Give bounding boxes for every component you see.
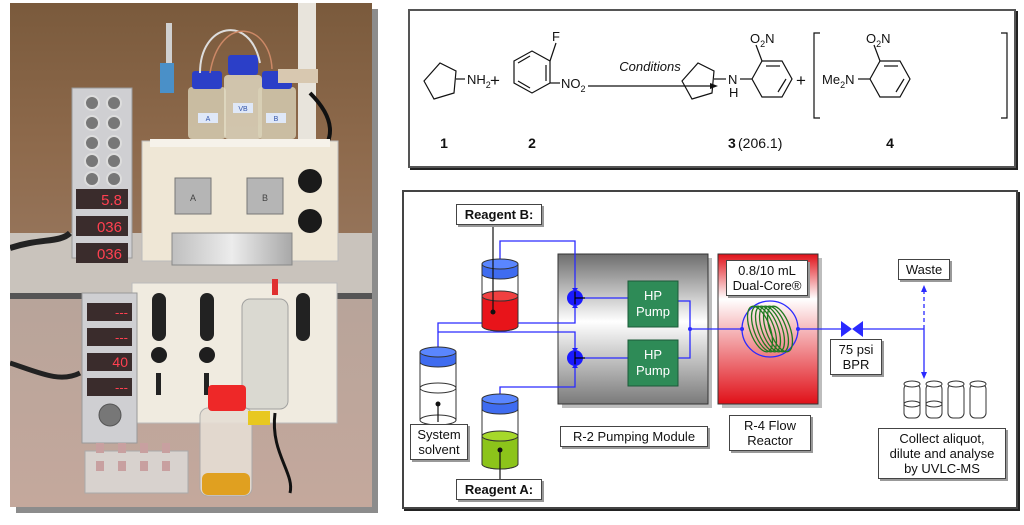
r4-reactor-line-2: Reactor <box>747 433 793 448</box>
pump-1-label-hp: HP <box>644 288 662 303</box>
collect-line-1: Collect aliquot, <box>899 431 985 446</box>
compound-3-o2n: O2N <box>750 31 775 49</box>
compound-4-label: 4 <box>886 135 894 151</box>
plus-2: + <box>796 71 806 90</box>
system-solvent-line-1: System <box>417 427 461 442</box>
bpr-line-1: 75 psi <box>838 342 874 357</box>
pump-head-label-a: A <box>190 193 196 203</box>
pump-2-label-pump: Pump <box>636 363 670 378</box>
compound-2-no2: NO2 <box>561 76 586 94</box>
system-solvent-label: System solvent <box>410 424 468 460</box>
display-2: 036 <box>97 219 122 236</box>
reaction-arrowhead <box>710 83 718 89</box>
bottle-label-vb: VB <box>238 106 248 113</box>
compound-1-nh2: NH2 <box>467 72 491 90</box>
flow-diagram-svg: HP Pump HP Pump <box>419 218 987 480</box>
hp-pump-2 <box>627 339 679 387</box>
selector-valve-1 <box>567 288 585 308</box>
bracket-right <box>1001 32 1008 119</box>
reactor-coil-icon <box>746 305 794 353</box>
display-3: 036 <box>97 246 122 263</box>
pump-1-label-pump: Pump <box>636 304 670 319</box>
reactor-volume-line-2: Dual-Core® <box>732 278 802 293</box>
collect-line-2: dilute and analyse <box>889 446 995 461</box>
photo-vial-rack <box>84 450 189 494</box>
collection-vials <box>903 380 987 419</box>
reactor-volume-line-1: 0.8/10 mL <box>738 263 796 278</box>
pump-2-label-hp: HP <box>644 347 662 362</box>
system-solvent-vial <box>419 346 457 426</box>
bottle-label-b: B <box>274 116 279 123</box>
r4-reactor-label: R-4 Flow Reactor <box>729 415 811 451</box>
compound-3-n: N <box>728 72 737 87</box>
display-1: 5.8 <box>101 192 122 209</box>
collect-line-3: by UVLC-MS <box>904 461 980 476</box>
bpr-valve-right <box>852 321 863 337</box>
system-solvent-line-2: solvent <box>418 442 460 457</box>
plus-1: + <box>490 71 500 90</box>
compound-2-ring <box>513 50 551 94</box>
waste-label: Waste <box>898 259 950 280</box>
compound-2-f: F <box>552 29 560 44</box>
r4-reactor-line-1: R-4 Flow <box>743 418 796 433</box>
compound-3-label: 3 <box>728 135 736 151</box>
apparatus-photo: A B A VB B <box>10 3 372 507</box>
compound-3-h: H <box>729 85 738 100</box>
compound-1-ring <box>423 62 457 100</box>
compound-4-me2n: Me2N <box>822 72 854 90</box>
reaction-scheme-svg: NH2 + F NO2 Conditions O2N N H + O2N Me2… <box>423 29 1008 151</box>
compound-2-label: 2 <box>528 135 536 151</box>
bracket-left <box>813 32 820 119</box>
reagent-a-label: Reagent A: <box>456 479 542 500</box>
compound-3-mass: (206.1) <box>738 135 782 151</box>
pumping-module-label: R-2 Pumping Module <box>560 426 708 447</box>
display-7: --- <box>115 380 128 395</box>
reaction-scheme: NH2 + F NO2 Conditions O2N N H + O2N Me2… <box>408 9 1016 168</box>
reagent-b-label: Reagent B: <box>456 204 542 225</box>
hp-pump-1 <box>627 280 679 328</box>
bpr-valve-left <box>841 321 852 337</box>
reagent-b-vial <box>481 258 519 332</box>
compound-3-ring-cyclopentyl <box>681 62 715 100</box>
pump-head-label-b: B <box>262 193 268 203</box>
display-4: --- <box>115 305 128 320</box>
reactor-volume-label: 0.8/10 mL Dual-Core® <box>726 260 808 296</box>
compound-1-label: 1 <box>440 135 448 151</box>
display-5: --- <box>115 330 128 345</box>
collect-label: Collect aliquot, dilute and analyse by U… <box>878 428 1006 479</box>
selector-valve-2 <box>567 348 585 368</box>
bpr-line-2: BPR <box>842 357 870 372</box>
conditions-label: Conditions <box>619 59 681 74</box>
compound-4-o2n: O2N <box>866 31 891 49</box>
bottle-label-a: A <box>206 116 211 123</box>
flow-diagram: HP Pump HP Pump <box>402 190 1018 509</box>
display-6: 40 <box>112 354 128 370</box>
bpr-label: 75 psi BPR <box>830 339 882 375</box>
